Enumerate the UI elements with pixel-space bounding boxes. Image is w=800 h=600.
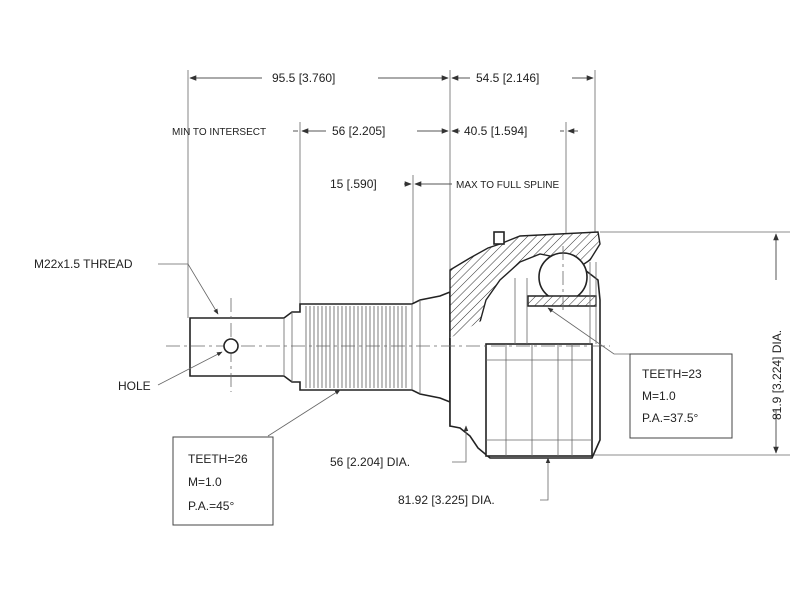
dim-mid-length: 56 [2.205] <box>332 124 385 138</box>
inner-spline-teeth: TEETH=23 <box>642 367 702 381</box>
dim-seal-dia: 56 [2.204] DIA. <box>330 455 410 469</box>
hole-label: HOLE <box>118 379 151 393</box>
inner-spline-module: M=1.0 <box>642 389 676 403</box>
dim-overall-dia: 81.9 [3.224] DIA. <box>770 330 784 420</box>
outer-race <box>485 343 593 457</box>
extension-lines <box>187 70 790 456</box>
center-lines <box>166 246 610 392</box>
dim-spline-short: 15 [.590] <box>330 177 377 191</box>
outer-spline-pressure-angle: P.A.=45° <box>188 499 234 513</box>
inner-spline-spec-box: TEETH=23 M=1.0 P.A.=37.5° <box>629 353 733 439</box>
max-to-full-spline-label: MAX TO FULL SPLINE <box>456 180 560 191</box>
dim-right-length: 40.5 [1.594] <box>464 124 527 138</box>
dim-overall-left: 95.5 [3.760] <box>272 71 335 85</box>
thread-label: M22x1.5 THREAD <box>34 257 133 271</box>
inner-spline-pressure-angle: P.A.=37.5° <box>642 411 698 425</box>
dimension-lines <box>189 75 779 454</box>
cross-hole <box>223 338 239 354</box>
leader-lines <box>157 263 630 501</box>
min-to-intersect-label: MIN TO INTERSECT <box>172 127 266 138</box>
dim-overall-right: 54.5 [2.146] <box>476 71 539 85</box>
outer-spline-spec-box: TEETH=26 M=1.0 P.A.=45° <box>172 436 274 526</box>
outer-spline-module: M=1.0 <box>188 475 222 489</box>
outer-spline-teeth: TEETH=26 <box>188 452 248 466</box>
dim-outer-dia: 81.92 [3.225] DIA. <box>398 493 495 507</box>
